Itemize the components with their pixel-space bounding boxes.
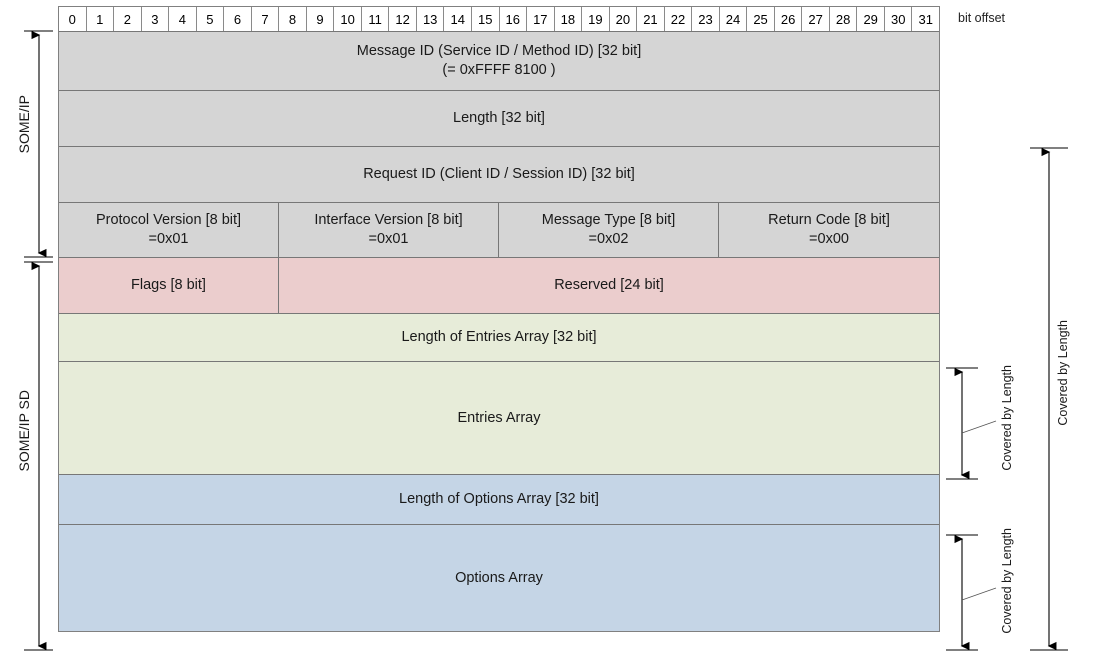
bit-number: 6 (224, 7, 252, 31)
bit-number: 1 (86, 7, 115, 31)
bit-number: 18 (554, 7, 583, 31)
field-row-flags-reserved: Flags [8 bit] Reserved [24 bit] (59, 257, 939, 313)
field-label: Options Array (455, 569, 543, 586)
field-message-type: Message Type [8 bit] =0x02 (499, 203, 719, 257)
field-value: =0x00 (809, 231, 849, 247)
field-row-length: Length [32 bit] (59, 90, 939, 146)
bit-number: 0 (59, 7, 87, 31)
field-label: Interface Version [8 bit] (314, 212, 463, 229)
field-row-length-of-entries-array: Length of Entries Array [32 bit] (59, 313, 939, 361)
field-value: =0x01 (148, 231, 189, 247)
bit-number: 2 (114, 7, 142, 31)
field-length: Length [32 bit] (59, 91, 939, 146)
bit-number: 12 (389, 7, 417, 31)
field-row-message-id: Message ID (Service ID / Method ID) [32 … (59, 31, 939, 90)
field-value: =0x01 (368, 231, 409, 247)
field-interface-version: Interface Version [8 bit] =0x01 (279, 203, 499, 257)
bit-number: 27 (802, 7, 830, 31)
bit-number: 9 (306, 7, 335, 31)
field-label: Length of Options Array [32 bit] (399, 491, 599, 508)
bit-number: 17 (527, 7, 555, 31)
field-row-request-id: Request ID (Client ID / Session ID) [32 … (59, 146, 939, 202)
bit-number: 4 (169, 7, 197, 31)
bit-number: 10 (334, 7, 362, 31)
bit-number: 13 (416, 7, 445, 31)
field-row-options-array: Options Array (59, 524, 939, 631)
bit-number: 14 (444, 7, 472, 31)
field-row-version-type-code: Protocol Version [8 bit] =0x01 Interface… (59, 202, 939, 257)
field-label: Message ID (Service ID / Method ID) [32 … (356, 43, 642, 60)
bit-number: 21 (637, 7, 665, 31)
field-flags: Flags [8 bit] (59, 258, 279, 313)
field-length-of-options-array: Length of Options Array [32 bit] (59, 475, 939, 524)
field-label: Entries Array (457, 409, 541, 426)
field-label: Message Type [8 bit] (541, 212, 676, 229)
field-row-length-of-options-array: Length of Options Array [32 bit] (59, 474, 939, 524)
bit-number: 23 (692, 7, 720, 31)
bit-number: 24 (719, 7, 748, 31)
field-value: (= 0xFFFF 8100 ) (442, 62, 556, 78)
section-label-someip: SOME/IP (16, 95, 32, 154)
bit-number: 3 (141, 7, 170, 31)
field-request-id: Request ID (Client ID / Session ID) [32 … (59, 147, 939, 202)
field-entries-array: Entries Array (59, 362, 939, 474)
field-label: Length of Entries Array [32 bit] (401, 329, 597, 346)
bracket-covered-options (946, 534, 997, 651)
bit-number: 28 (829, 7, 858, 31)
bit-number: 7 (251, 7, 280, 31)
bit-number: 31 (912, 7, 939, 31)
field-label: Request ID (Client ID / Session ID) [32 … (363, 166, 635, 183)
bit-number: 29 (857, 7, 885, 31)
annotation-covered-by-length-total: Covered by Length (1056, 320, 1070, 426)
field-protocol-version: Protocol Version [8 bit] =0x01 (59, 203, 279, 257)
field-options-array: Options Array (59, 525, 939, 631)
bit-number: 19 (582, 7, 610, 31)
bit-number: 30 (884, 7, 913, 31)
field-row-entries-array: Entries Array (59, 361, 939, 474)
bit-number: 16 (499, 7, 528, 31)
bit-number: 11 (361, 7, 390, 31)
bit-number: 20 (609, 7, 638, 31)
packet-format-table: 0 1 2 3 4 5 6 7 8 9 10 11 12 13 14 15 16… (58, 6, 940, 632)
field-reserved: Reserved [24 bit] (279, 258, 939, 313)
field-length-of-entries-array: Length of Entries Array [32 bit] (59, 314, 939, 361)
bit-number: 8 (279, 7, 307, 31)
bit-offset-ruler: 0 1 2 3 4 5 6 7 8 9 10 11 12 13 14 15 16… (59, 7, 939, 31)
field-label: Protocol Version [8 bit] (95, 212, 242, 229)
field-message-id: Message ID (Service ID / Method ID) [32 … (59, 32, 939, 90)
field-label: Length [32 bit] (453, 110, 545, 127)
bit-number: 26 (774, 7, 803, 31)
bit-offset-label: bit offset (958, 11, 1006, 25)
field-label: Return Code [8 bit] (768, 212, 890, 229)
bit-number: 25 (747, 7, 775, 31)
field-label: Flags [8 bit] (131, 277, 206, 294)
bit-number: 5 (196, 7, 225, 31)
field-return-code: Return Code [8 bit] =0x00 (719, 203, 939, 257)
field-label: Reserved [24 bit] (554, 277, 664, 294)
field-value: =0x02 (588, 231, 629, 247)
section-label-someip-sd: SOME/IP SD (16, 390, 32, 472)
annotation-covered-by-length-entries: Covered by Length (1000, 365, 1014, 471)
annotation-covered-by-length-options: Covered by Length (1000, 528, 1014, 634)
bit-number: 22 (664, 7, 693, 31)
bit-number: 15 (471, 7, 500, 31)
bracket-covered-entries (946, 367, 997, 480)
